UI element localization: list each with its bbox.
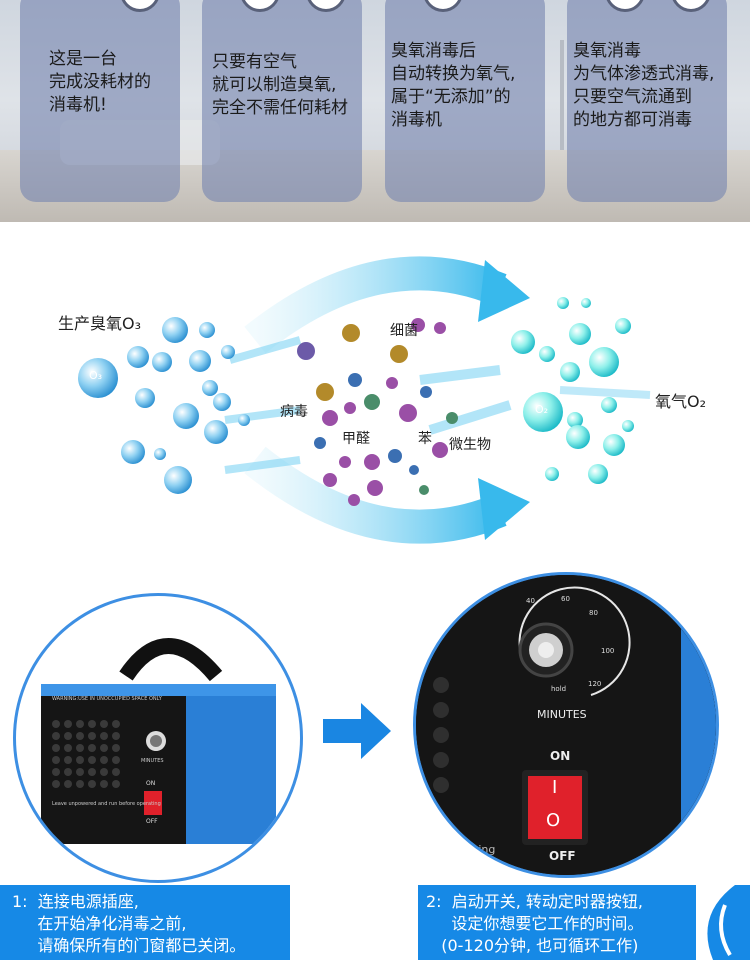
control-panel-image [416, 575, 716, 875]
dial-tick-40: 40 [526, 597, 535, 605]
virus-label: 病毒 [280, 404, 308, 420]
diagram-graphic [78, 256, 651, 544]
feature-card-4 [567, 0, 727, 202]
feature-card-1 [20, 0, 180, 202]
card-ring-icon [306, 0, 346, 12]
feature-banner: 这是一台 完成没耗材的 消毒机! 只要有空气 就可以制造臭氧, 完全不需任何耗材… [0, 0, 750, 222]
dial-tick-80: 80 [589, 609, 598, 617]
partial-operating-text: erating [456, 843, 496, 856]
device-off-small: OFF [146, 818, 158, 825]
pollutant-particles [297, 318, 458, 506]
ozone-label: 生产臭氧O₃ [58, 314, 142, 333]
ozone-molecules [78, 317, 250, 494]
formaldehyde-label: 甲醛 [342, 431, 370, 447]
flow-arrow [228, 336, 302, 364]
off-label: OFF [549, 849, 576, 863]
switch-off-mark: O [546, 810, 561, 831]
o2-symbol: O₂ [535, 403, 549, 416]
feature-card-3 [385, 0, 545, 202]
device-on-small: ON [146, 780, 156, 787]
device-bottom-text: Leave unpowered and run before operating [52, 801, 161, 807]
feature-text-2: 只要有空气 就可以制造臭氧, 完全不需任何耗材 [212, 52, 348, 118]
feature-text-1: 这是一台 完成没耗材的 消毒机! [49, 49, 151, 115]
feature-card-2 [202, 0, 362, 202]
device-photo-zoom: 40 60 80 100 120 hold MINUTES ON OFF I O… [413, 572, 719, 878]
arc-arrow-top [244, 256, 507, 354]
o3-symbol: O₃ [89, 369, 103, 382]
arc-arrow-bottom-head [478, 478, 530, 540]
device-minutes-small: MINUTES [141, 758, 164, 764]
oxygen-molecules [511, 297, 634, 484]
flow-arrow [419, 365, 501, 385]
dial-hold-label: hold [551, 685, 567, 693]
arc-arrow-top-head [478, 260, 530, 322]
flow-arrow [224, 456, 301, 474]
card-ring-icon [120, 0, 160, 12]
device-warning-text: WARNING:USE IN UNOCCUPIED SPACE ONLY [52, 696, 162, 702]
on-label: ON [550, 749, 571, 763]
flow-arrow [559, 386, 651, 399]
arc-arrow-bottom [244, 446, 507, 544]
ozone-generator-image [41, 638, 276, 844]
minutes-label: MINUTES [537, 708, 587, 721]
ozone-process-diagram: O₃ O₂ 生产臭氧O₃ 氧气O₂ 细菌 病毒 甲醛 苯 微生物 [0, 230, 750, 570]
device-photo-full: WARNING:USE IN UNOCCUPIED SPACE ONLY Lea… [13, 593, 303, 883]
feature-text-4: 臭氧消毒 为气体渗透式消毒, 只要空气流通到 的地方都可消毒 [573, 41, 715, 130]
feature-text-3: 臭氧消毒后 自动转换为氧气, 属于“无添加”的 消毒机 [391, 41, 516, 130]
card-ring-icon [423, 0, 463, 12]
bacteria-label: 细菌 [390, 323, 418, 339]
microbe-label: 微生物 [449, 437, 491, 453]
flow-arrow [428, 400, 512, 435]
step-1-caption: 1: 连接电源插座, 在开始净化消毒之前, 请确保所有的门窗都已关闭。 [0, 885, 290, 960]
benzene-label: 苯 [418, 431, 432, 447]
switch-on-mark: I [552, 777, 558, 798]
dial-tick-120: 120 [588, 680, 602, 688]
card-ring-icon [240, 0, 280, 12]
corner-wave-icon [707, 885, 750, 960]
dial-tick-60: 60 [561, 595, 570, 603]
next-step-arrow-icon [323, 703, 391, 759]
dial-tick-100: 100 [601, 647, 615, 655]
flow-arrow [224, 406, 301, 424]
step-2-caption: 2: 启动开关, 转动定时器按钮, 设定你想要它工作的时间。 (0-120分钟,… [418, 885, 696, 960]
background-lamp [560, 40, 564, 150]
card-ring-icon [605, 0, 645, 12]
oxygen-label: 氧气O₂ [655, 392, 707, 411]
card-ring-icon [671, 0, 711, 12]
